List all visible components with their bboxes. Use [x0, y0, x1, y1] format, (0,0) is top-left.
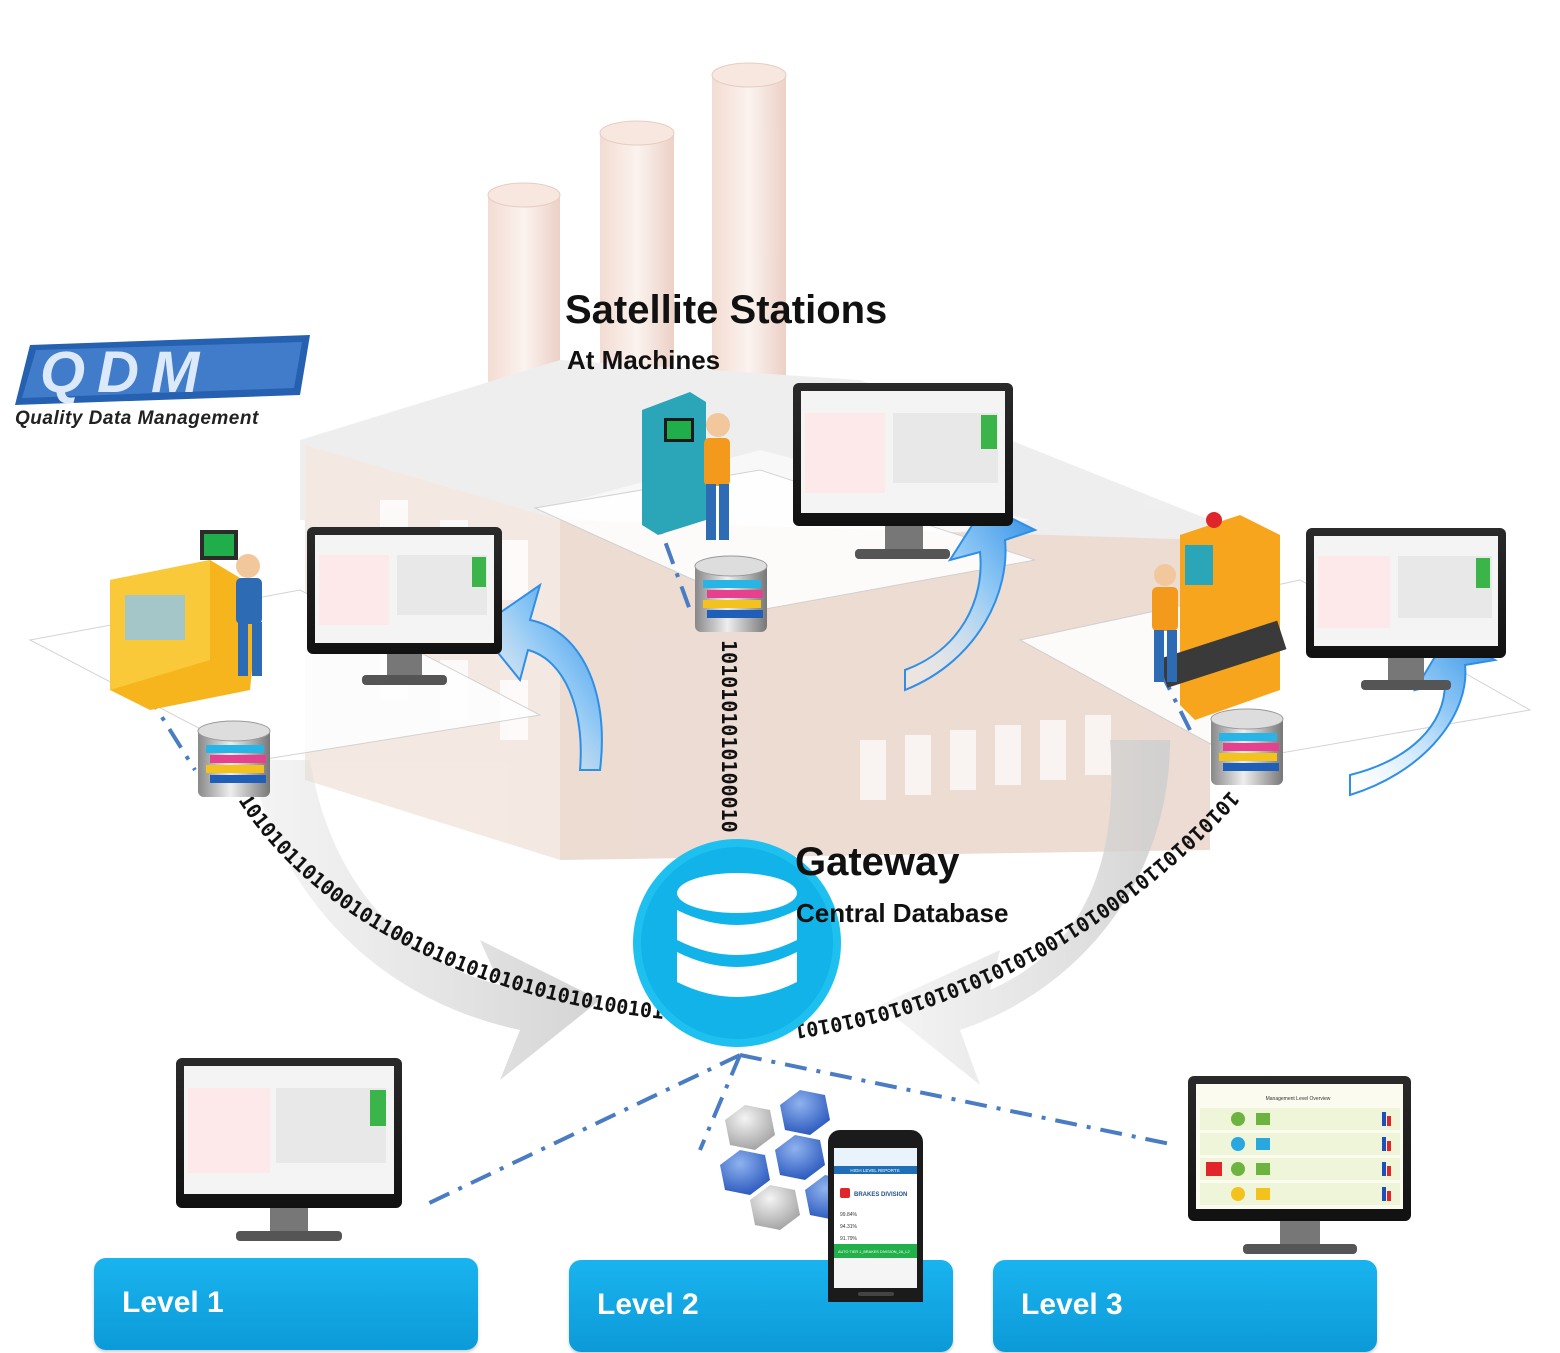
gateway-database-icon: [633, 839, 841, 1047]
hexagon-cluster-icon: [720, 1090, 855, 1230]
chimney: [711, 62, 787, 405]
gateway-title: Gateway: [795, 840, 960, 884]
satellite-database-icon: [694, 555, 768, 632]
binary-stream-center: 1010101010100010: [717, 640, 741, 833]
qdm-logo-tagline: Quality Data Management: [15, 408, 259, 429]
phone-row-1: 99.84%: [840, 1212, 858, 1218]
factory-background: [300, 62, 1220, 860]
level-2-label: Level 2: [597, 1288, 699, 1321]
blue-arrow-left: [476, 582, 603, 771]
level-3-label: Level 3: [1021, 1288, 1123, 1321]
qdm-logo: QDM: [15, 335, 310, 405]
machine-right-icon: [1152, 512, 1287, 720]
flow-arrow-right: [880, 740, 1170, 1085]
dashboard-rows: [1200, 1108, 1400, 1205]
satellite-subtitle: At Machines: [567, 345, 721, 375]
monitor-center: [793, 383, 1013, 559]
monitor-level3-dashboard: Management Level Overview: [1188, 1076, 1411, 1254]
flow-arrow-left: [250, 760, 600, 1080]
dashboard-title: Management Level Overview: [1266, 1096, 1331, 1102]
gateway-subtitle: Central Database: [796, 898, 1009, 928]
satellite-database-icon: [197, 720, 271, 797]
monitor-left: [307, 527, 502, 685]
level-1-label: Level 1: [122, 1286, 224, 1319]
satellite-title: Satellite Stations: [565, 288, 888, 332]
satellite-database-icon: [1210, 708, 1284, 785]
phone-row-3: 91.79%: [840, 1236, 858, 1242]
level-3-bar: Level 3: [993, 1260, 1377, 1352]
machine-center-icon: [642, 392, 730, 540]
monitor-level1: [176, 1058, 402, 1241]
level-1-bar: Level 1: [94, 1258, 478, 1350]
qdm-logo-mark: QDM: [40, 340, 211, 405]
phone-item: AUTO TIER 1_BRAKES DIVISION_2A_L2: [838, 1250, 910, 1254]
phone-header: HIGH LEVEL REPORTS: [850, 1168, 899, 1173]
machine-left-icon: [110, 530, 262, 710]
level-2-bar: Level 2: [569, 1260, 953, 1352]
monitor-right: [1306, 528, 1506, 690]
phone-division: BRAKES DIVISION: [854, 1192, 907, 1198]
phone-row-2: 94.31%: [840, 1224, 858, 1230]
